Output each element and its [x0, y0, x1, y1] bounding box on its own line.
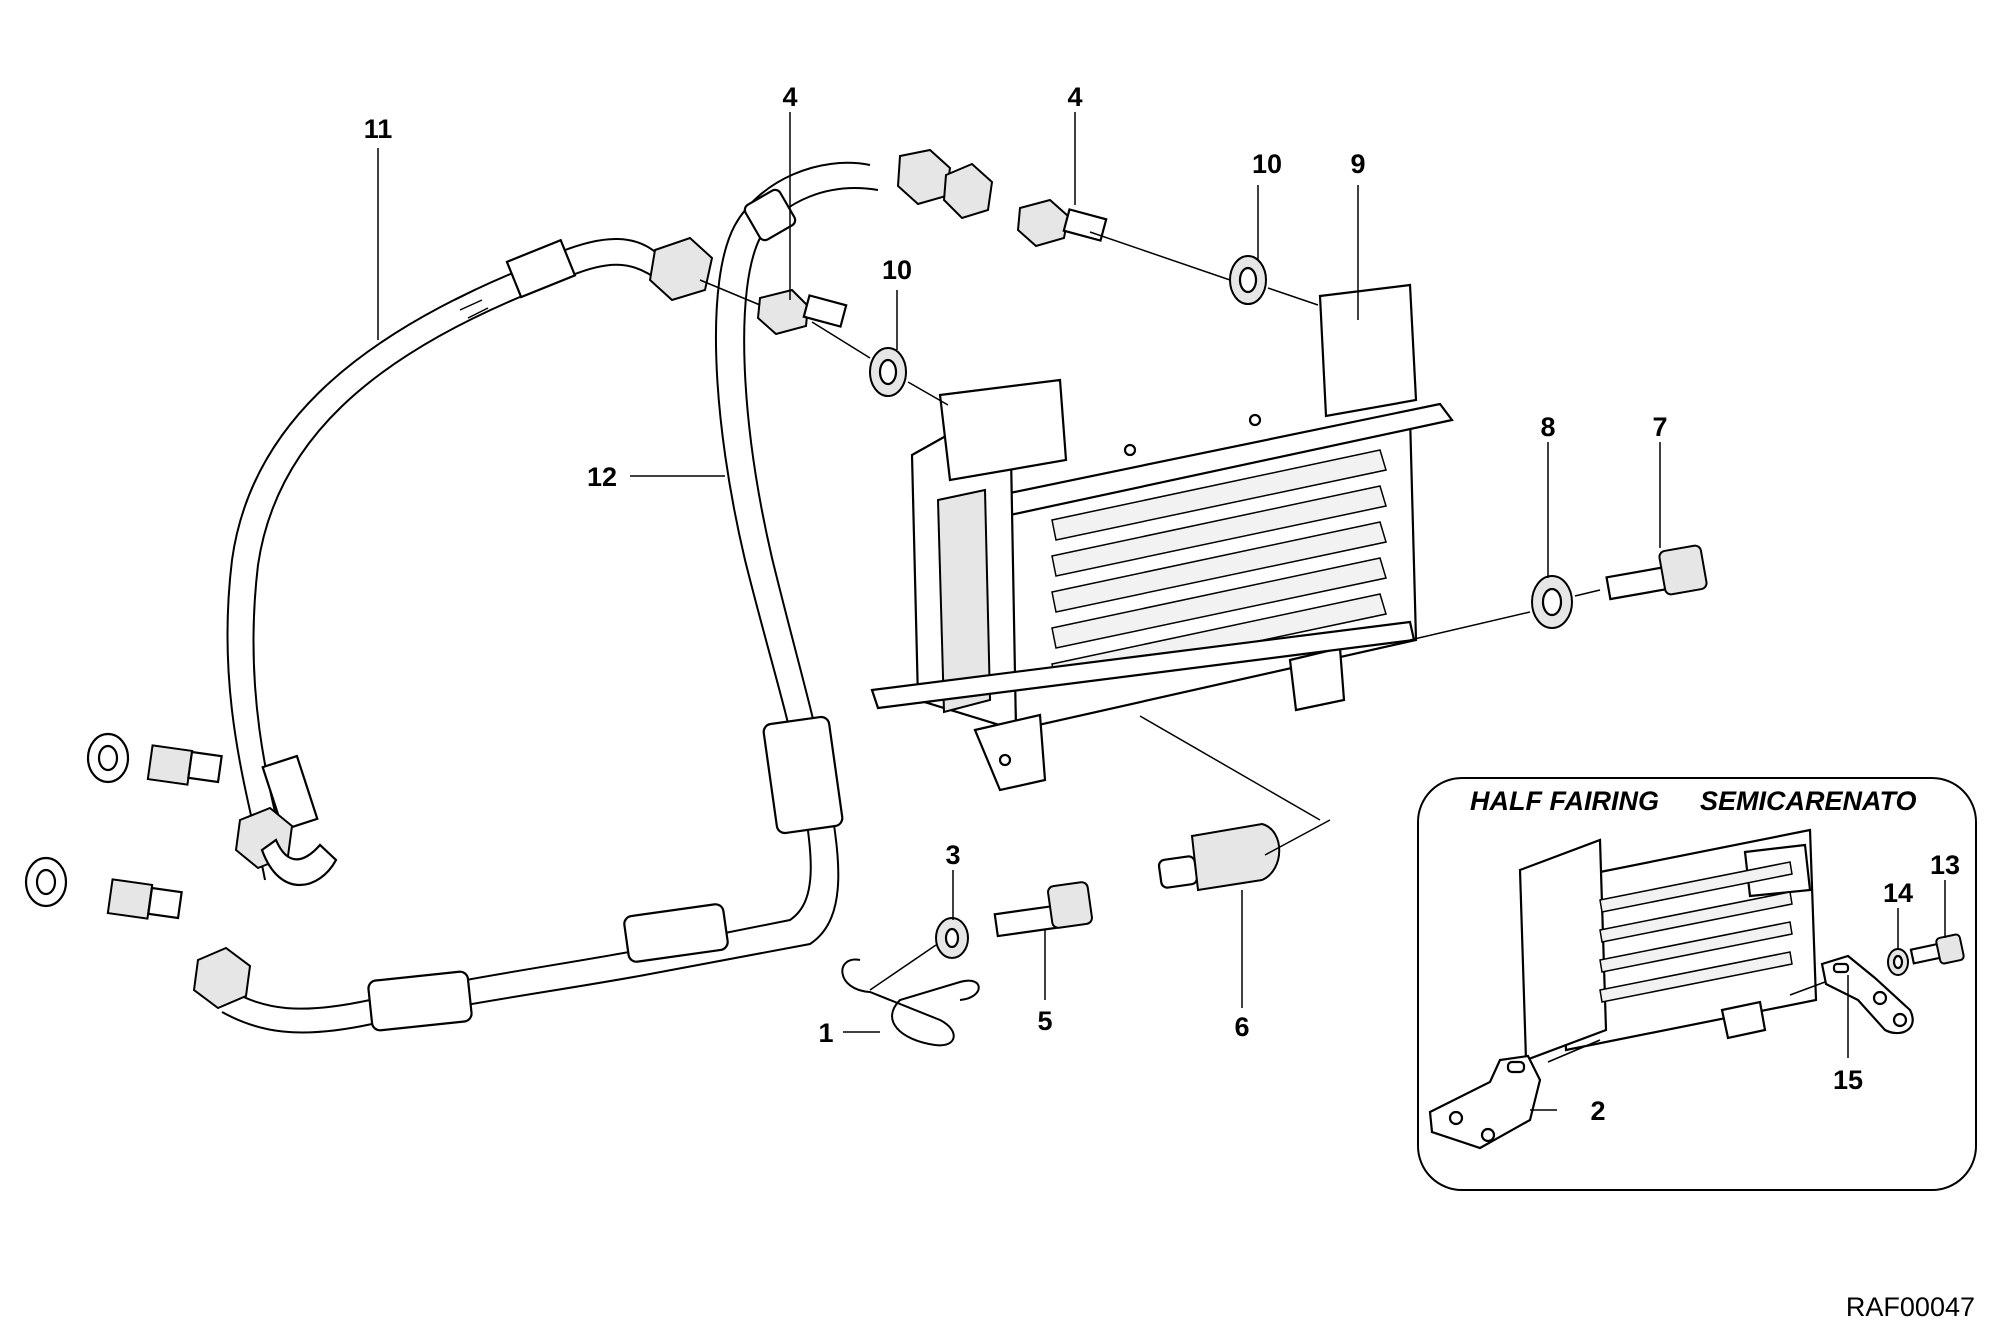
callout-6: 6 — [1234, 1012, 1249, 1042]
washer-8 — [1531, 575, 1573, 629]
callout-10-right: 10 — [1252, 149, 1282, 179]
engine-fitting-lower — [24, 856, 183, 920]
screw-7 — [1605, 544, 1708, 601]
engine-fitting-upper — [86, 732, 223, 786]
callout-11: 11 — [364, 114, 393, 144]
half-fairing-inset — [1417, 777, 1977, 1191]
screw-5 — [993, 881, 1093, 938]
leader-lines — [377, 112, 1946, 1111]
grommet-3 — [935, 917, 969, 959]
callout-3: 3 — [945, 840, 960, 870]
inset-title-half-fairing: HALF FAIRING — [1470, 786, 1659, 816]
callout-13: 13 — [1930, 850, 1960, 880]
drawing-code: RAF00047 — [1846, 1292, 1975, 1322]
callout-10-left: 10 — [882, 255, 912, 285]
callout-5: 5 — [1037, 1006, 1052, 1036]
callout-15: 15 — [1833, 1065, 1863, 1095]
spring-clip-1 — [841, 958, 980, 1047]
callout-1: 1 — [818, 1018, 833, 1048]
oil-cooler-9 — [870, 283, 1454, 792]
callout-4-right: 4 — [1067, 82, 1082, 112]
sealing-washer-10-right — [1229, 255, 1267, 305]
rubber-mount-6 — [1157, 822, 1281, 892]
callout-14: 14 — [1883, 878, 1913, 908]
union-fitting-4-right — [1016, 198, 1108, 248]
callout-7: 7 — [1652, 412, 1667, 442]
sealing-washer-10-left — [869, 347, 907, 397]
callout-4-left: 4 — [782, 82, 797, 112]
callout-12: 12 — [587, 462, 617, 492]
callout-numbers: 11 12 4 4 10 10 9 8 7 3 5 6 1 2 13 14 15 — [364, 82, 1960, 1126]
inset-title-semicarenato: SEMICARENATO — [1700, 786, 1917, 816]
union-fitting-4-left — [756, 288, 848, 336]
oil-hose-11 — [226, 236, 714, 887]
oil-hose-12 — [192, 148, 994, 1034]
callout-9: 9 — [1350, 149, 1365, 179]
callout-2: 2 — [1590, 1096, 1605, 1126]
callout-8: 8 — [1540, 412, 1555, 442]
